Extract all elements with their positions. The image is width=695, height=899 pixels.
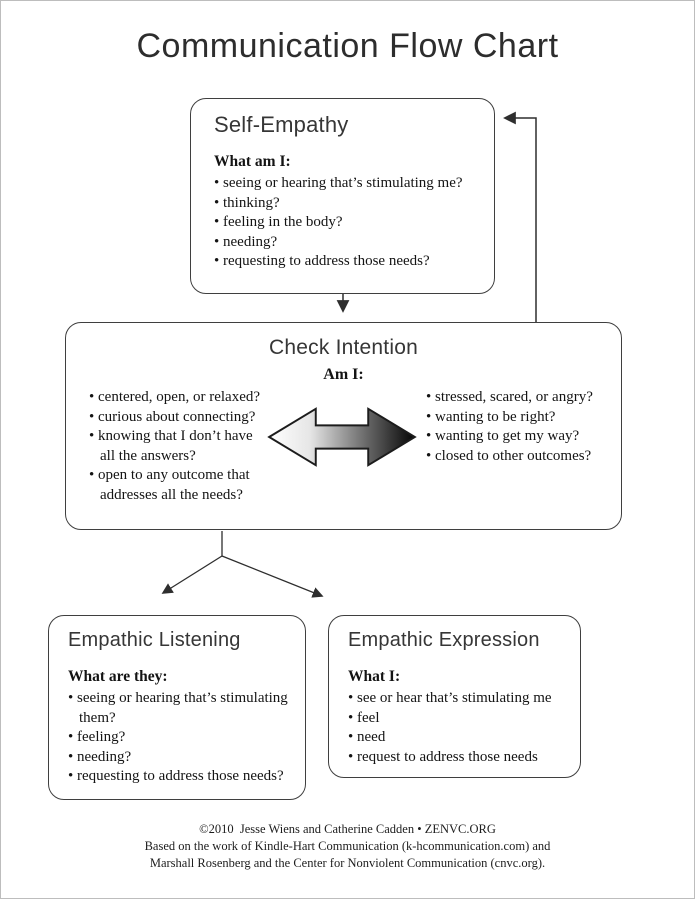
list-item: needing? [68, 748, 297, 768]
list-item: closed to other outcomes? [426, 447, 618, 467]
empathic-expression-bullet-list: see or hear that’s stimulating me feel n… [348, 689, 572, 767]
list-item: wanting to be right? [426, 408, 618, 428]
list-item: need [348, 728, 572, 748]
check-intention-box: Check Intention Am I: centered, open, or… [65, 322, 622, 530]
list-item: requesting to address those needs? [214, 252, 484, 272]
self-empathy-title: Self-Empathy [214, 112, 349, 137]
list-item: feeling in the body? [214, 213, 484, 233]
footer-line: Marshall Rosenberg and the Center for No… [149, 855, 546, 870]
page-title: Communication Flow Chart [136, 27, 559, 65]
empathic-expression-title: Empathic Expression [348, 629, 540, 651]
list-item: thinking? [214, 194, 484, 214]
double-headed-arrow-icon [267, 407, 417, 467]
empathic-listening-bullet-list: seeing or hearing that’s stimulating the… [68, 689, 297, 787]
self-empathy-heading: What am I: [214, 153, 291, 170]
empathic-expression-heading: What I: [348, 668, 401, 685]
check-intention-title: Check Intention [269, 336, 418, 359]
self-empathy-box: Self-Empathy What am I: seeing or hearin… [190, 98, 495, 294]
list-item: seeing or hearing that’s stimulating me? [214, 174, 484, 194]
footer-line: Based on the work of Kindle-Hart Communi… [144, 838, 551, 853]
list-item: knowing that I don’t have all the answer… [89, 427, 275, 466]
list-item: see or hear that’s stimulating me [348, 689, 572, 709]
list-item: requesting to address those needs? [68, 767, 297, 787]
list-item: feeling? [68, 728, 297, 748]
list-item: curious about connecting? [89, 408, 275, 428]
footer-credits: ©2010 Jesse Wiens and Catherine Cadden •… [0, 821, 695, 871]
empathic-listening-title: Empathic Listening [68, 629, 241, 651]
list-item: centered, open, or relaxed? [89, 388, 275, 408]
empathic-listening-box: Empathic Listening What are they: seeing… [48, 615, 306, 800]
list-item: wanting to get my way? [426, 427, 618, 447]
feedback-loop-arrow [503, 111, 537, 322]
list-item: needing? [214, 233, 484, 253]
check-intention-left-list: centered, open, or relaxed? curious abou… [89, 388, 275, 506]
branch-right-arrow [221, 555, 324, 598]
branch-left-arrow [161, 555, 223, 594]
list-item: request to address those needs [348, 748, 572, 768]
footer-line: ©2010 Jesse Wiens and Catherine Cadden •… [199, 822, 496, 836]
list-item: stressed, scared, or angry? [426, 388, 618, 408]
list-item: feel [348, 709, 572, 729]
check-intention-heading: Am I: [323, 366, 364, 383]
empathic-expression-box: Empathic Expression What I: see or hear … [328, 615, 581, 778]
self-empathy-bullet-list: seeing or hearing that’s stimulating me?… [214, 174, 484, 272]
empathic-listening-heading: What are they: [68, 668, 168, 685]
list-item: seeing or hearing that’s stimulating the… [68, 689, 297, 728]
check-intention-right-list: stressed, scared, or angry? wanting to b… [426, 388, 618, 466]
list-item: open to any outcome that addresses all t… [89, 466, 275, 505]
